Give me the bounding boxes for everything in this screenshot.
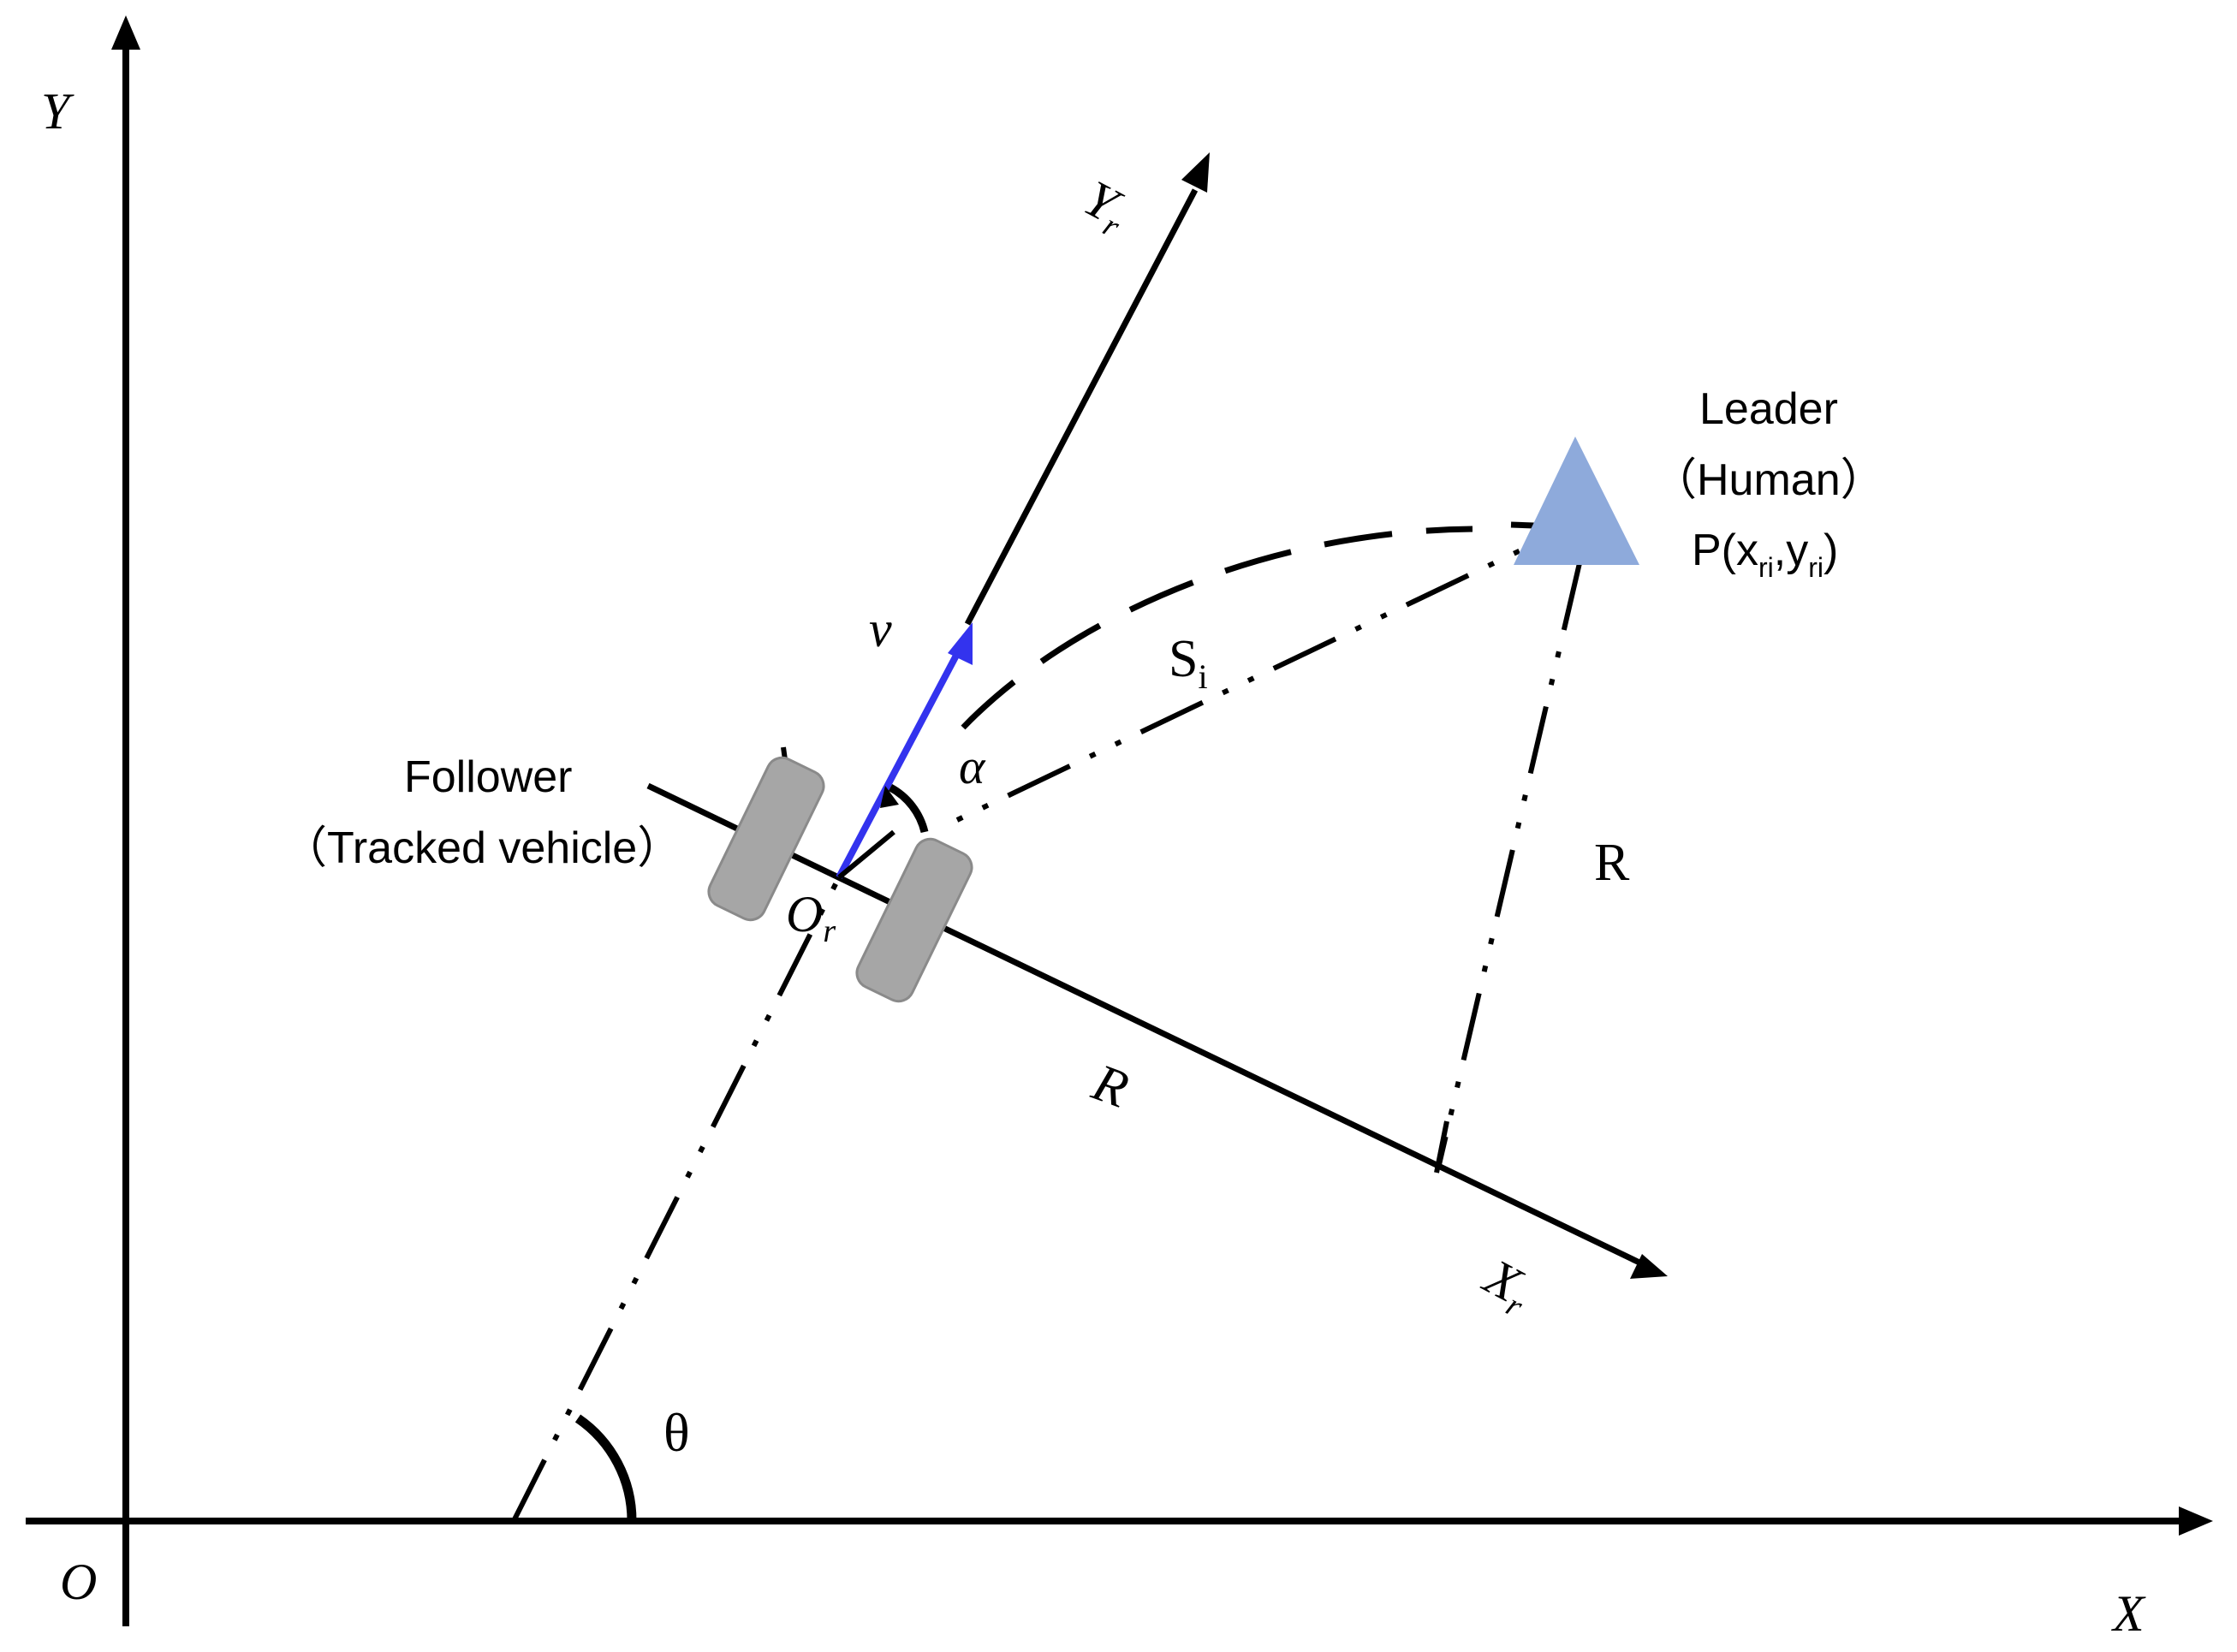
velocity-arrowhead <box>948 622 973 665</box>
radius-leader-label: R <box>1594 834 1630 892</box>
velocity-vector <box>836 622 973 879</box>
alpha-vector-line <box>837 829 895 880</box>
origin-to-robot-line <box>511 876 842 1523</box>
alpha-arrowhead <box>880 786 899 808</box>
follower-title: Follower <box>404 752 573 802</box>
leader-point-label: P(xri,yri) <box>1692 526 1838 583</box>
left-track <box>707 756 825 922</box>
follower-subtitle: （Tracked vehicle） <box>283 823 681 873</box>
perpendicular-foot-tick <box>1434 1120 1449 1174</box>
leader-subtitle: （Human） <box>1652 455 1885 505</box>
global-x-arrowhead <box>2179 1506 2213 1536</box>
robot-y-axis <box>964 152 1210 626</box>
global-y-axis <box>111 15 140 1626</box>
triangle-icon <box>1514 437 1639 565</box>
velocity-label: ν <box>869 601 892 657</box>
robot-x-axis <box>646 782 1668 1279</box>
global-y-arrowhead <box>111 15 140 50</box>
leader-perpendicular-line <box>1436 562 1582 1169</box>
theta-label: θ <box>663 1402 690 1463</box>
robot-x-arrowhead <box>1630 1254 1668 1279</box>
leader-title: Leader <box>1699 384 1838 434</box>
alpha-label: α <box>959 739 986 794</box>
global-x-axis <box>26 1506 2213 1536</box>
robot-y-axis-label: Yr <box>1072 169 1138 245</box>
right-track <box>855 837 973 1003</box>
global-x-axis-label: X <box>2111 1585 2146 1642</box>
robot-y-arrowhead <box>1181 152 1210 193</box>
theta-arc <box>574 1414 637 1522</box>
global-y-axis-label: Y <box>41 83 74 140</box>
robot-to-leader-line <box>955 520 1581 823</box>
path-arc <box>961 526 1473 730</box>
svg-text:Xr: Xr <box>1471 1247 1541 1325</box>
robot-x-axis-label: Xr <box>1471 1247 1541 1325</box>
origin-label: O <box>60 1554 97 1610</box>
radius-axis-label: R <box>1085 1053 1136 1119</box>
svg-text:Yr: Yr <box>1072 169 1138 245</box>
robot-origin-label: Or <box>786 886 836 949</box>
alpha-arc <box>888 784 929 834</box>
path-label: Si <box>1169 630 1208 696</box>
tracked-vehicle-icon <box>707 756 973 1003</box>
